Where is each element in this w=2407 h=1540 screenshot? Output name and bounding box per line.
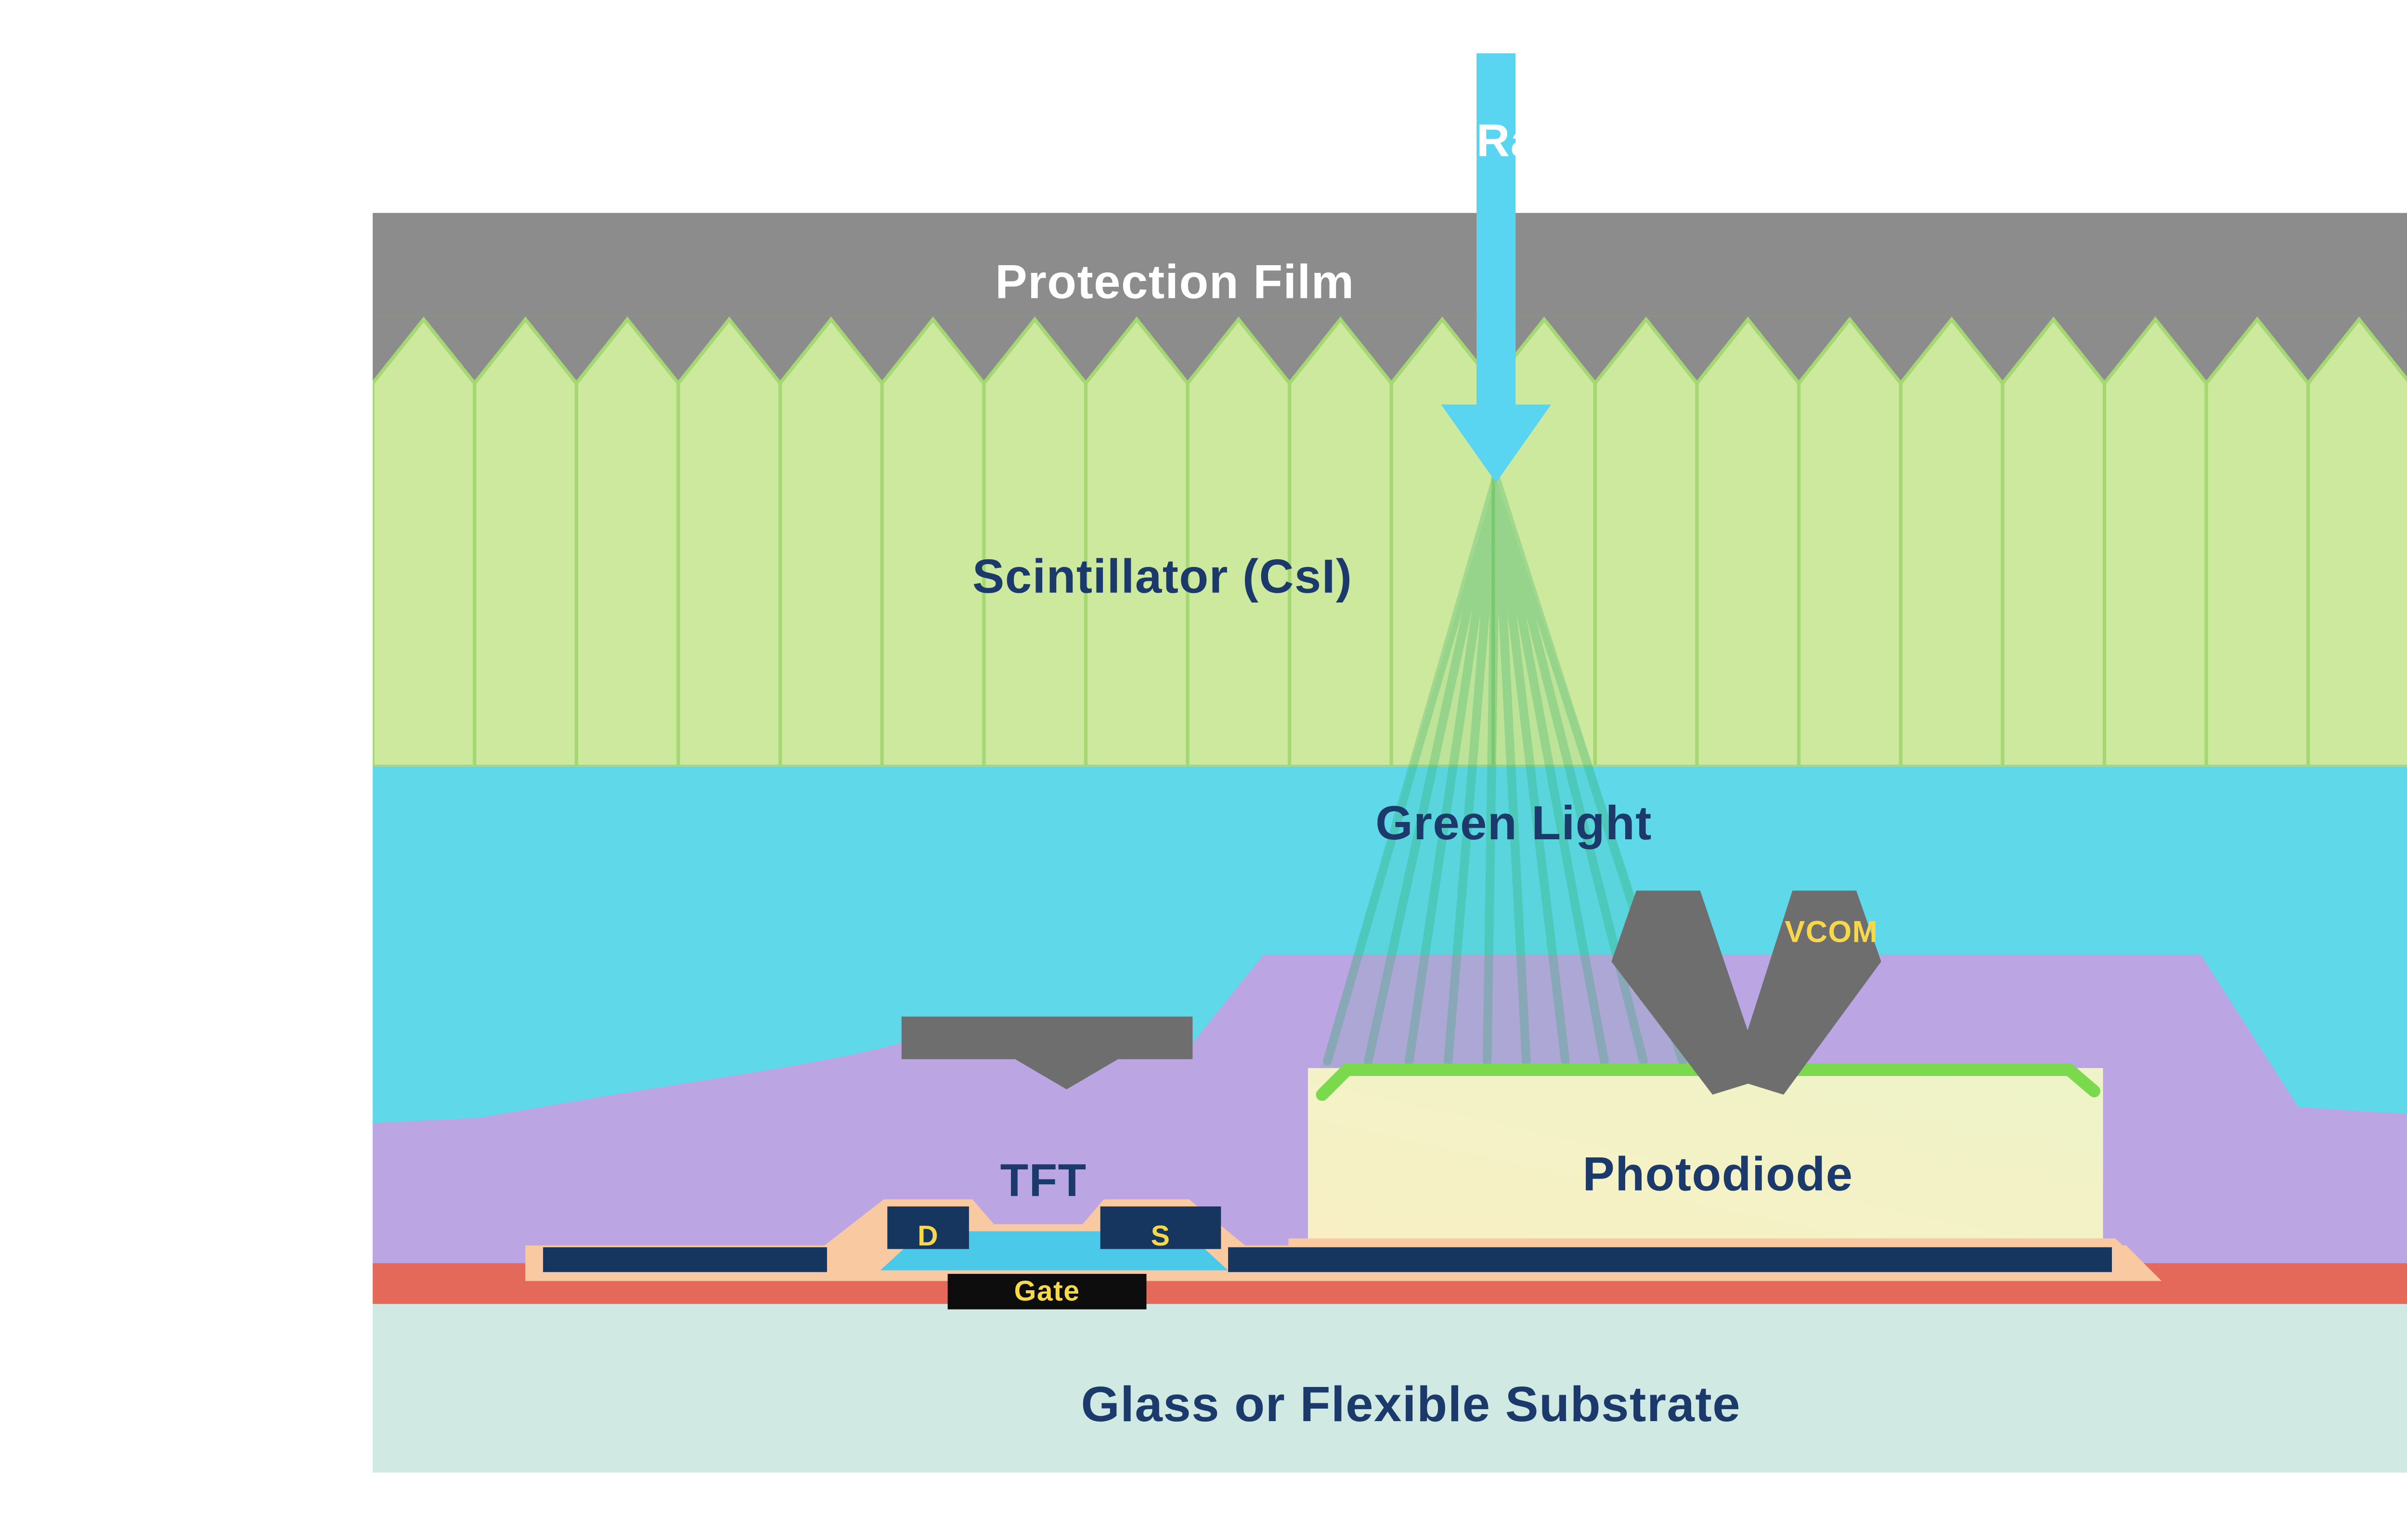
photodiode-label: Photodiode [1583,1148,1853,1201]
green-ray [1443,475,1501,1065]
green-ray [1491,475,1531,1065]
scintillator-label: Scintillator (CsI) [972,550,1353,603]
drain-label: D [918,1220,939,1252]
substrate-layer [373,1304,2407,1473]
green-light-label: Green Light [1375,796,1652,850]
vcom-right-band [1732,890,1881,1095]
source-electrode [1100,1206,1221,1249]
photodiode-body [1307,1068,2103,1242]
metal-electrodes [543,1206,2112,1272]
green-light-rays [1320,475,1693,1068]
green-ray [1404,475,1501,1065]
xray-label: X-Ray [1429,115,1563,166]
substrate-label: Glass or Flexible Substrate [1081,1376,1741,1432]
gray-electrode-left [901,1016,1193,1090]
metal-line-left [543,1247,827,1272]
tft-label: TFT [1000,1155,1087,1206]
drain-electrode [887,1206,969,1249]
green-ray [1491,475,1570,1065]
vcom-label: VCOM [1785,915,1878,949]
green-ray [1323,475,1501,1065]
scintillator-layer [373,316,2407,767]
green-ray [1483,475,1501,1065]
xray-beam [1441,53,1552,483]
vcom-left-band [1611,890,1764,1095]
xray-beam-shaft [1476,53,1516,408]
gate-electrode [947,1273,1147,1309]
metal-line-right [1228,1247,2112,1272]
xray-beam-head [1441,404,1552,483]
protection-film-label: Protection Film [995,255,1354,308]
vcom-electrode [1611,890,1881,1095]
green-ray [1491,475,1609,1065]
green-ray [1364,475,1501,1065]
source-label: S [1151,1220,1171,1252]
gate-label: Gate [1014,1275,1080,1307]
